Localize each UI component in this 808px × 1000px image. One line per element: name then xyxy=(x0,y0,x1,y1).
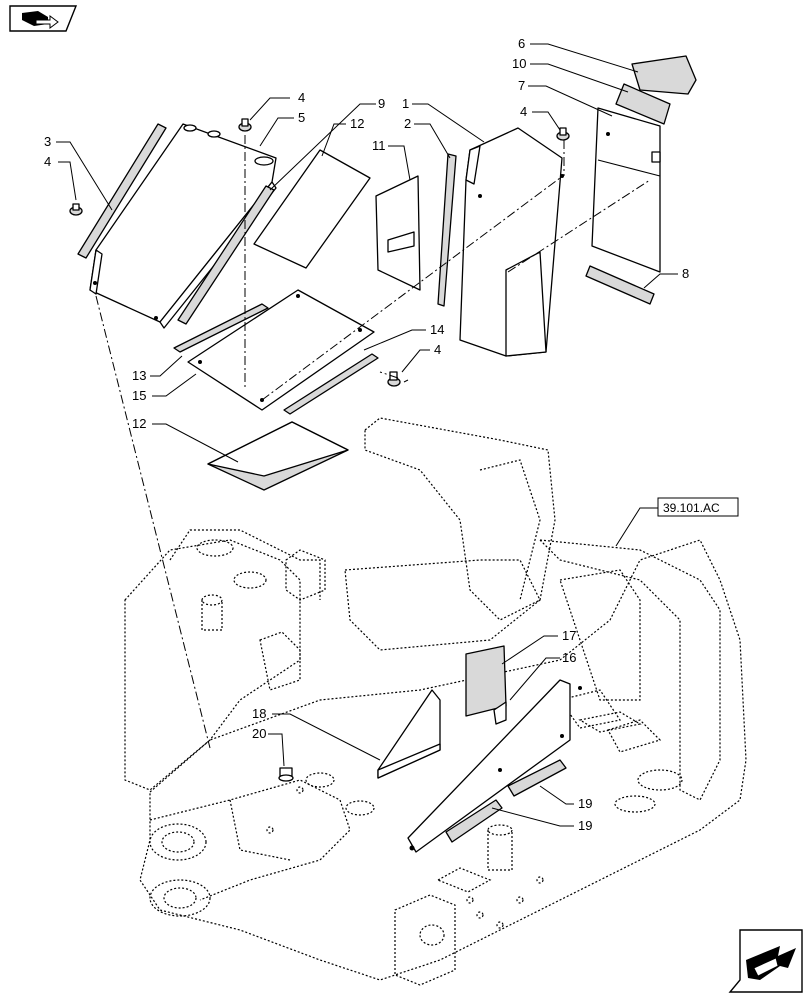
callout-19: 19 xyxy=(578,796,592,811)
leader-lines xyxy=(56,43,678,827)
callout-2: 2 xyxy=(404,116,411,131)
part-15-plate xyxy=(187,289,375,411)
lower-parts xyxy=(278,645,582,853)
part-3-seal-strip xyxy=(77,123,167,259)
callout-14: 14 xyxy=(430,322,444,337)
callout-5: 5 xyxy=(298,110,305,125)
callout-11: 11 xyxy=(372,138,386,153)
part-4-bolt xyxy=(387,371,401,387)
callout-7: 7 xyxy=(518,78,525,93)
callout-12: 12 xyxy=(350,116,364,131)
part-8-bar xyxy=(585,265,655,305)
callout-8: 8 xyxy=(682,266,689,281)
callout-4: 4 xyxy=(434,342,441,357)
callout-4: 4 xyxy=(520,104,527,119)
next-page-arrow-icon[interactable] xyxy=(728,929,803,993)
part-7-panel xyxy=(591,107,661,273)
part-12-pad xyxy=(253,149,371,269)
part-2-seal-strip xyxy=(437,153,457,307)
part-10-strip xyxy=(615,83,671,125)
part-18-bracket xyxy=(377,689,441,779)
part-13-strip xyxy=(173,303,269,353)
part-4-bolt xyxy=(69,203,83,216)
part-6-block xyxy=(631,55,697,95)
reference-label[interactable]: 39.101.AC xyxy=(657,497,739,517)
callout-17: 17 xyxy=(562,628,576,643)
exploded-parts xyxy=(69,55,697,491)
part-16-plate xyxy=(407,679,582,853)
part-4-bolt xyxy=(556,127,570,141)
callout-19: 19 xyxy=(578,818,592,833)
machine-frame xyxy=(124,417,747,986)
callout-13: 13 xyxy=(132,368,146,383)
callout-6: 6 xyxy=(518,36,525,51)
callout-4: 4 xyxy=(44,154,51,169)
callout-4: 4 xyxy=(298,90,305,105)
part-20-fitting xyxy=(278,767,294,782)
callout-3: 3 xyxy=(44,134,51,149)
callout-9: 9 xyxy=(378,96,385,111)
callout-20: 20 xyxy=(252,726,266,741)
callout-18: 18 xyxy=(252,706,266,721)
part-19-strip xyxy=(445,799,503,843)
callout-1: 1 xyxy=(402,96,409,111)
callout-16: 16 xyxy=(562,650,576,665)
callout-15: 15 xyxy=(132,388,146,403)
callout-10: 10 xyxy=(512,56,526,71)
part-14-strip xyxy=(283,353,379,415)
part-19-strip xyxy=(507,759,567,797)
callout-12: 12 xyxy=(132,416,146,431)
part-1-side-panel xyxy=(459,127,564,357)
part-11-insulation xyxy=(375,175,421,291)
part-4-bolt xyxy=(238,118,252,132)
callouts: 6 10 7 8 4 1 2 9 12 11 4 5 3 4 4 14 13 1… xyxy=(44,36,689,833)
book-with-arrow-icon[interactable] xyxy=(9,5,78,32)
reference-label-text: 39.101.AC xyxy=(663,501,720,515)
